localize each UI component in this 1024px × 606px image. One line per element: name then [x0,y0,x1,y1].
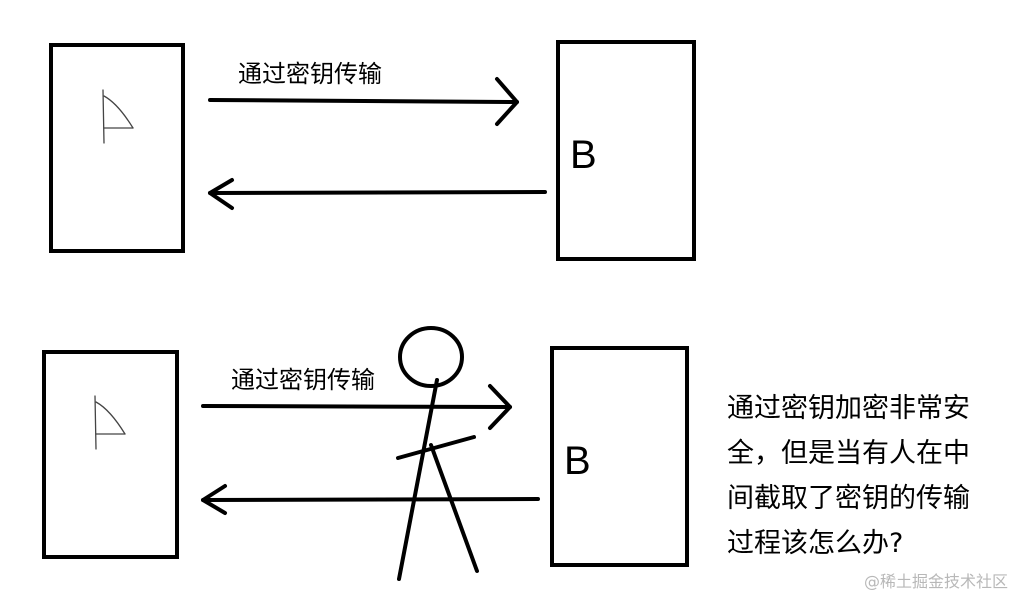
top-arrow-b-to-a [208,178,547,210]
bottom-node-b-label: B [564,439,591,483]
bottom-arrow-a-to-b [201,384,512,430]
top-arrow-a-to-b [208,77,519,126]
bottom-handwritten-a-strokes [94,395,126,450]
bottom-arrow-label: 通过密钥传输 [231,366,375,394]
top-node-b-label: B [570,133,597,177]
watermark: @稀土掘金技术社区 [863,572,1008,591]
bottom-box-b [550,346,689,567]
top-box-b [556,40,696,261]
interceptor-stick-figure [396,326,479,581]
top-handwritten-a-strokes [102,89,134,144]
bottom-box-a [42,350,179,559]
bottom-arrow-b-to-a [201,484,540,515]
stick-figure-body [397,378,439,581]
stick-figure-head [398,326,464,388]
question-note: 通过密钥加密非常安全，但是当有人在中间截取了密钥的传输过程该怎么办? [727,393,970,559]
top-box-a [49,43,185,253]
top-arrow-label: 通过密钥传输 [238,60,382,88]
stick-figure-leg [429,443,479,573]
stick-figure-arms [396,435,476,460]
